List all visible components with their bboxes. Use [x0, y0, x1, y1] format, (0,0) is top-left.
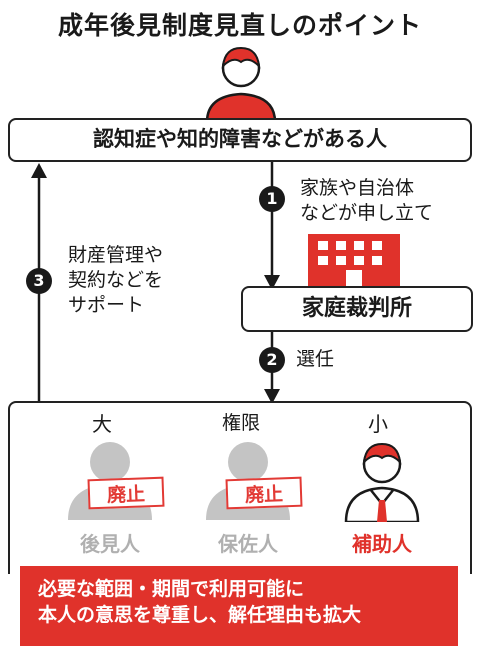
step1-text: 家族や自治体 などが申し立て [300, 176, 433, 226]
step1-arrowhead [264, 275, 280, 290]
role-curator: 保佐人 [218, 532, 278, 556]
abolished-stamp-curator: 廃止 [225, 476, 303, 510]
step3-number: 3 [26, 268, 52, 294]
role-guardian: 後見人 [80, 532, 140, 556]
court-box-label: 家庭裁判所 [301, 296, 412, 321]
person-box-label: 認知症や知的障害などがある人 [93, 127, 387, 151]
summary-banner-line1: 必要な範囲・期間で利用可能に [38, 578, 305, 600]
role-supporter: 補助人 [352, 532, 412, 556]
person-icon [205, 46, 277, 122]
step2-number: 2 [259, 347, 285, 373]
step1-text-line1: 家族や自治体 [300, 177, 415, 199]
step3-text-line2: 契約などを [68, 269, 164, 291]
abolished-stamp-guardian: 廃止 [87, 476, 165, 510]
step3-arrowhead [31, 163, 47, 178]
step1-number: 1 [259, 186, 285, 212]
summary-banner: 必要な範囲・期間で利用可能に 本人の意思を尊重し、解任理由も拡大 [20, 566, 458, 646]
step3-text-line1: 財産管理や [68, 244, 164, 266]
step2-text: 選任 [296, 348, 335, 370]
authority-label: 権限 [222, 412, 261, 434]
step3-text: 財産管理や 契約などを サポート [68, 243, 163, 318]
supporter-person-icon [344, 442, 420, 522]
court-box: 家庭裁判所 [241, 286, 473, 332]
authority-large-label: 大 [92, 412, 112, 436]
summary-banner-line2: 本人の意思を尊重し、解任理由も拡大 [38, 604, 362, 626]
authority-small-label: 小 [368, 412, 388, 436]
person-box: 認知症や知的障害などがある人 [8, 118, 472, 162]
court-building-icon [308, 234, 400, 286]
step2-arrowhead [264, 389, 280, 404]
step1-text-line2: などが申し立て [300, 202, 434, 224]
step3-text-line3: サポート [68, 294, 145, 316]
page-title: 成年後見制度見直しのポイント [57, 11, 422, 40]
